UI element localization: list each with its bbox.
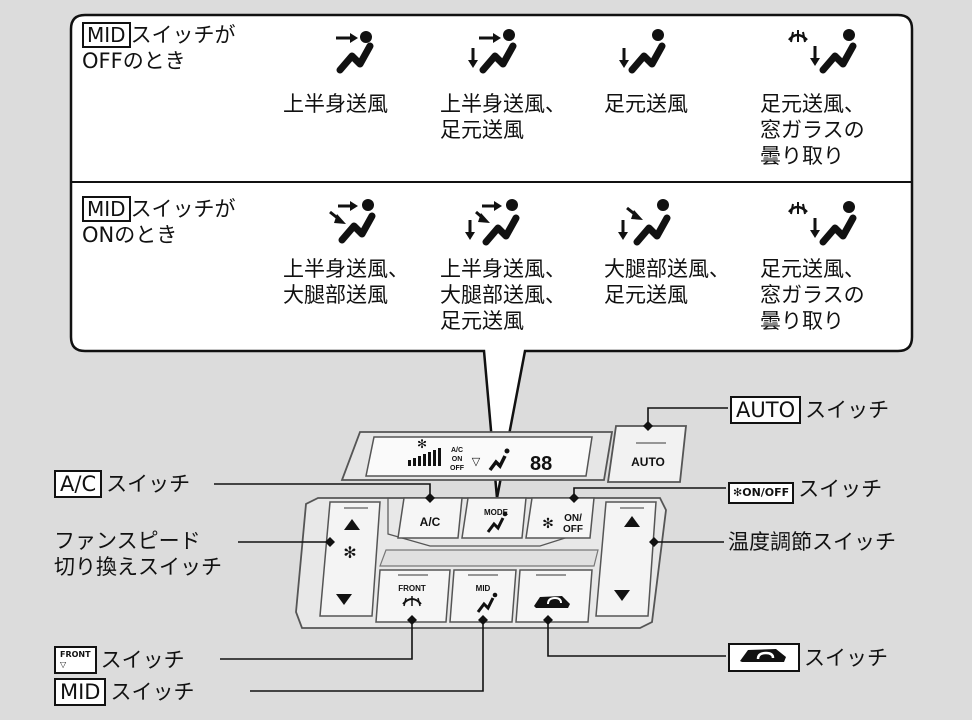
- off-mode-2-text: 上半身送風、 足元送風: [440, 92, 566, 142]
- fan-onoff-button[interactable]: [525, 497, 595, 539]
- recirculation-button[interactable]: [515, 569, 593, 623]
- fan-icon: ✻: [733, 486, 743, 499]
- on-mode-3-text: 大腿部送風、 足元送風: [604, 257, 730, 307]
- svg-text:ON: ON: [452, 456, 463, 463]
- floor-defrost-icon: [788, 201, 857, 246]
- tri-level-vent-icon: [465, 199, 520, 246]
- on-mode-4-text: 足元送風、 窓ガラスの 曇り取り: [760, 257, 865, 333]
- left-temp-column: [319, 501, 381, 617]
- recirculation-icon: [534, 596, 570, 608]
- svg-text:MID: MID: [476, 584, 491, 593]
- svg-text:FRONT: FRONT: [398, 584, 426, 593]
- temperature-switch-label: 温度調節スイッチ: [728, 530, 896, 554]
- on-mode-1-text: 上半身送風、 大腿部送風: [283, 257, 409, 307]
- off-mode-3-text: 足元送風: [604, 92, 688, 116]
- upper-thigh-vent-icon: [329, 199, 376, 244]
- mid-key-label: MID: [82, 196, 131, 222]
- svg-text:A/C: A/C: [451, 447, 463, 454]
- svg-text:ON/: ON/: [564, 513, 582, 524]
- right-temp-down-arrow-icon[interactable]: [614, 590, 630, 601]
- left-temp-down-arrow-icon[interactable]: [336, 594, 352, 605]
- svg-text:✻: ✻: [417, 437, 427, 451]
- mode-button[interactable]: [461, 497, 527, 539]
- svg-text:AUTO: AUTO: [631, 455, 665, 469]
- floor-vent-icon: [619, 29, 666, 74]
- upper-body-vent-icon: [336, 31, 374, 74]
- right-temp-column: [595, 501, 657, 617]
- recirculation-switch-label: スイッチ: [728, 643, 888, 672]
- auto-button[interactable]: [606, 425, 688, 483]
- display-temperature: 88: [530, 453, 552, 475]
- right-temp-up-arrow-icon[interactable]: [624, 516, 640, 527]
- svg-text:MODE: MODE: [484, 508, 509, 517]
- ac-button[interactable]: [397, 497, 463, 539]
- mid-key-label: MID: [82, 22, 131, 48]
- svg-text:OFF: OFF: [450, 465, 465, 472]
- front-defrost-button[interactable]: [375, 569, 451, 623]
- recirculation-icon: [740, 649, 786, 662]
- svg-text:A/C: A/C: [420, 515, 441, 529]
- fan-speed-icon: ✻: [343, 543, 356, 562]
- on-mode-2-text: 上半身送風、 大腿部送風、 足元送風: [440, 257, 566, 333]
- svg-text:✻: ✻: [542, 516, 554, 532]
- left-temp-up-arrow-icon[interactable]: [344, 519, 360, 530]
- display-mode-icon: [488, 455, 507, 472]
- display-fan-bars-icon: [408, 448, 441, 466]
- svg-text:OFF: OFF: [563, 524, 583, 535]
- off-mode-4-text: 足元送風、 窓ガラスの 曇り取り: [760, 92, 865, 168]
- thigh-floor-vent-icon: [618, 199, 671, 246]
- fan-speed-switch-label: ファンスピード 切り換えスイッチ: [54, 529, 222, 579]
- front-defrost-icon: ▽: [60, 660, 67, 669]
- display-defrost-icon: ▽: [472, 455, 481, 468]
- mid-button[interactable]: [449, 569, 517, 623]
- display-screen: [365, 436, 593, 477]
- bilevel-vent-icon: [468, 29, 517, 74]
- off-mode-1-text: 上半身送風: [283, 92, 388, 116]
- floor-defrost-icon: [788, 29, 857, 74]
- leader-dots: [325, 421, 659, 625]
- front-defrost-switch-label: FRONT▽スイッチ: [54, 646, 185, 674]
